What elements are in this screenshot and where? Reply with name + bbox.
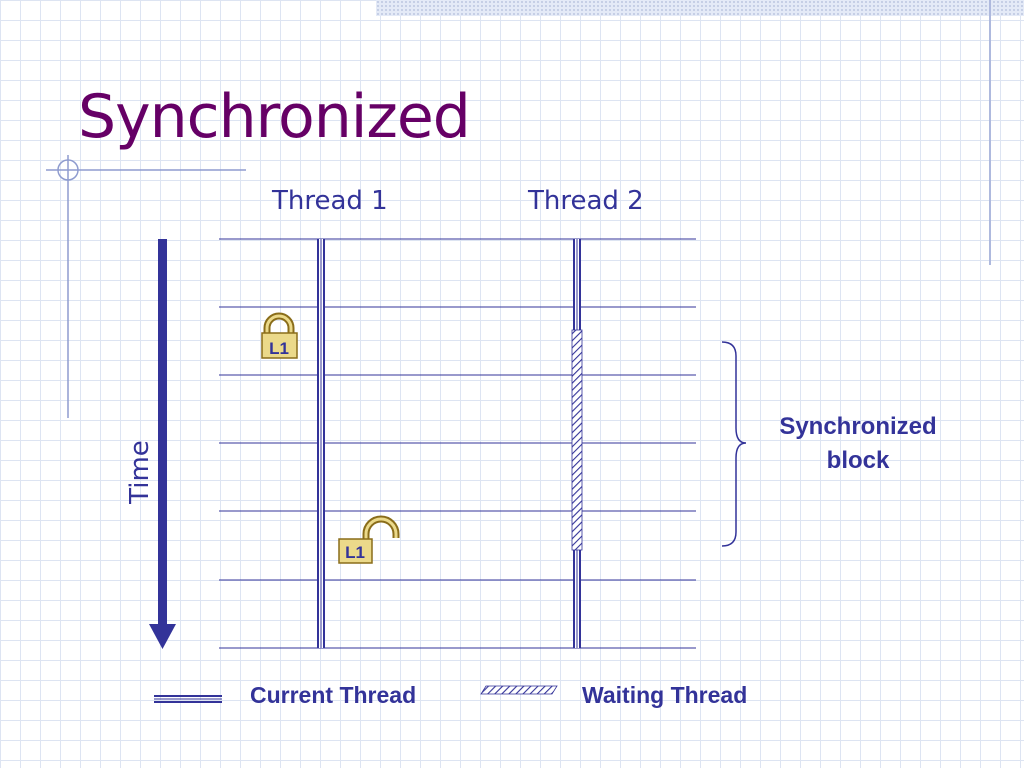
sync-block-brace: [721, 341, 747, 547]
legend-waiting-thread: Waiting Thread: [582, 682, 748, 708]
header-band: [376, 0, 1024, 16]
sync-block-label: Synchronized block: [748, 410, 968, 478]
decorative-crosshair: [46, 155, 246, 418]
lock-release-label: L1: [345, 543, 365, 562]
thread-1-label: Thread 1: [272, 186, 388, 216]
thread-2-label: Thread 2: [528, 186, 644, 216]
sync-block-label-line-1: Synchronized: [779, 413, 937, 440]
thread-1-timeline: [317, 239, 325, 648]
slide-title: Synchronized: [78, 82, 471, 152]
thread-2-waiting-segment: [571, 329, 583, 551]
legend-waiting-swatch: [480, 685, 558, 695]
decorative-rule: [989, 0, 991, 265]
padlock-open-icon: [338, 515, 400, 564]
legend-current-swatch: [154, 695, 222, 703]
legend-current-thread: Current Thread: [250, 682, 417, 708]
padlock-closed-icon: [261, 312, 298, 359]
thread-2-timeline: [571, 239, 583, 648]
lock-acquire-label: L1: [269, 339, 289, 358]
time-axis-label: Time: [125, 440, 155, 504]
sync-block-label-line-2: block: [826, 447, 890, 474]
time-arrow: [149, 239, 176, 649]
time-grid: [219, 238, 696, 649]
